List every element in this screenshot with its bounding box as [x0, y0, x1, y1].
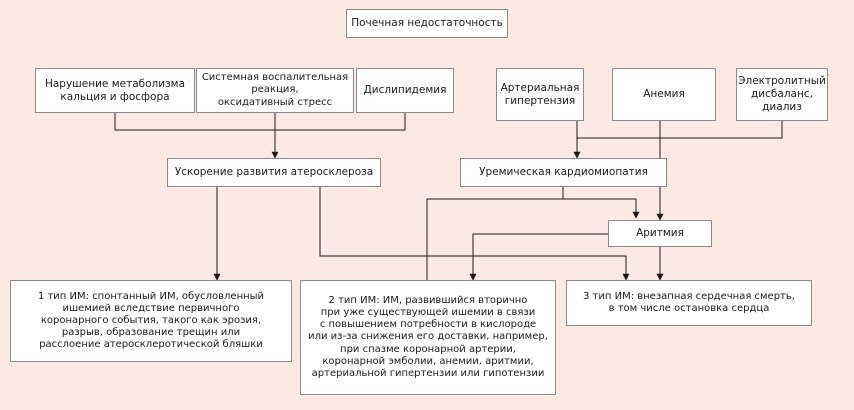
- connector-causes-right: [576, 120, 783, 139]
- outcome-mi-type3: 3 тип ИМ: внезапная сердечная смерть, в …: [566, 280, 812, 326]
- node-atherosclerosis: Ускорение развития атеросклероза: [167, 158, 381, 187]
- cause-electrolyte-imbalance: Электролитный дисбаланс, диализ: [736, 68, 828, 121]
- cause-calcium-phosphorus-metabolism: Нарушение метаболизма кальция и фосфора: [35, 68, 195, 113]
- root-renal-failure: Почечная недостаточность: [346, 9, 508, 38]
- node-uremic-cardiomyopathy: Уремическая кардиомиопатия: [460, 158, 667, 187]
- outcome-mi-type2: 2 тип ИМ: ИМ, развившийся вторично при у…: [300, 280, 556, 395]
- arrow-arrhythmia-to-mi-type2: [469, 233, 608, 281]
- arrow-cardio-to-arrhythmia: [426, 198, 640, 280]
- cause-systemic-inflammation: Системная воспалительная реакция, оксида…: [196, 68, 354, 113]
- connector-causes-left: [114, 112, 406, 131]
- cause-arterial-hypertension: Артериальная гипертензия: [496, 68, 584, 121]
- node-arrhythmia: Аритмия: [608, 220, 712, 247]
- cause-anemia: Анемия: [612, 68, 716, 121]
- outcome-mi-type1: 1 тип ИМ: спонтанный ИМ, обусловленный и…: [10, 280, 292, 362]
- cause-dyslipidemia: Дислипидемия: [356, 68, 454, 113]
